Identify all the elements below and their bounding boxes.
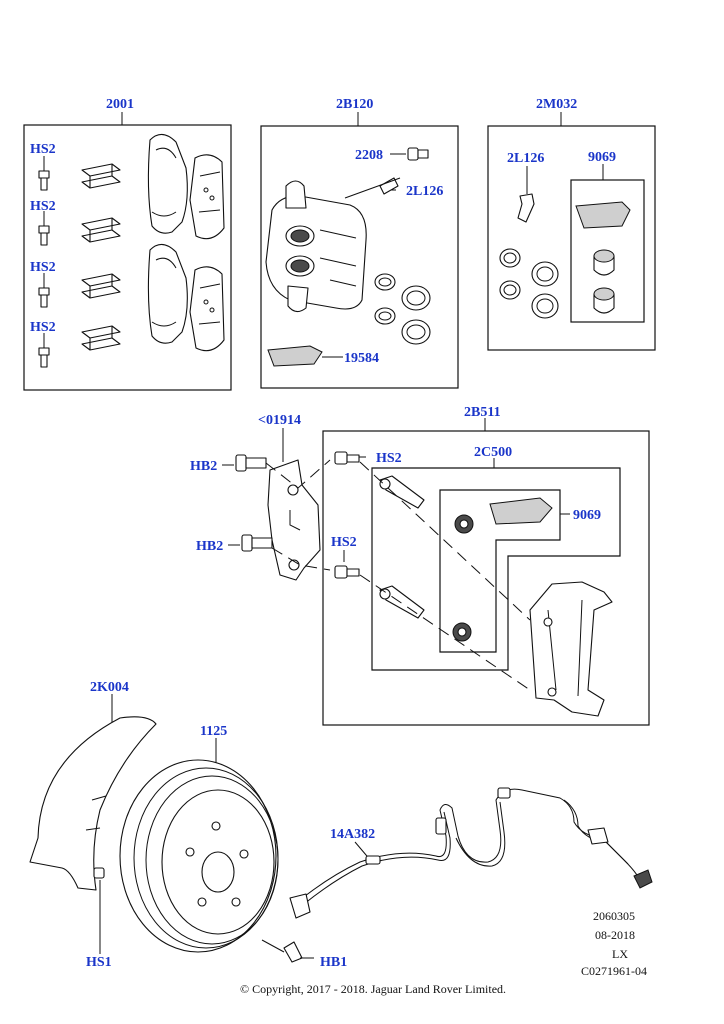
callout-hb2-b: HB2 <box>196 539 223 554</box>
callout-2L126-b: 2L126 <box>507 151 544 166</box>
seal-kit-box <box>487 125 656 351</box>
callout-hs2-b: HS2 <box>30 199 56 214</box>
disc-stud-holes <box>185 821 249 907</box>
piston-seals <box>374 273 431 345</box>
pad-clips <box>81 163 121 351</box>
grease-sachet <box>267 345 323 367</box>
bleed-screw <box>407 147 429 161</box>
pad-kit-box <box>23 124 232 391</box>
callout-hs2-e: HS2 <box>376 451 402 466</box>
callout-hb1: HB1 <box>320 955 347 970</box>
carrier-kit-group <box>322 418 650 726</box>
callout-2M032: 2M032 <box>536 97 577 112</box>
splash-shield <box>29 716 157 891</box>
callout-2K004: 2K004 <box>90 680 129 695</box>
sensor-probe <box>289 893 311 919</box>
guide-pin-boots <box>452 514 474 642</box>
pad-kit-group <box>23 112 232 391</box>
callout-01914: <01914 <box>258 413 301 428</box>
hb2-bolt-lower <box>228 534 273 552</box>
pin-kit-outline <box>371 467 621 671</box>
copyright-notice: © Copyright, 2017 - 2018. Jaguar Land Ro… <box>240 982 506 996</box>
splash-shield-group <box>29 694 157 954</box>
callout-2001: 2001 <box>106 97 134 112</box>
meta-line-3: LX <box>612 947 628 961</box>
grease-sachet-3 <box>489 497 553 525</box>
meta-line-1: 2060305 <box>593 909 635 923</box>
caliper-kit-group <box>260 112 459 389</box>
callout-2C500: 2C500 <box>474 445 512 460</box>
guide-pin-cap <box>379 177 399 195</box>
carrier-bolts <box>334 451 360 579</box>
carrier-kit-box <box>322 430 650 726</box>
callout-hs2-d: HS2 <box>30 320 56 335</box>
callout-9069-b: 9069 <box>573 508 601 523</box>
hs1-screw <box>93 867 105 879</box>
callout-9069-a: 9069 <box>588 150 616 165</box>
callout-19584: 19584 <box>344 351 379 366</box>
disc-hub-bore <box>201 851 235 893</box>
hb1-screw <box>283 941 303 963</box>
meta-line-2: 08-2018 <box>595 928 635 942</box>
seal-kit-rings <box>499 248 559 319</box>
bracket-plate <box>267 459 321 581</box>
callout-14A382: 14A382 <box>330 827 375 842</box>
meta-line-4: C0271961-04 <box>581 964 647 978</box>
boot-kit-outline <box>439 489 561 653</box>
callout-2B120: 2B120 <box>336 97 373 112</box>
callout-hs2-c: HS2 <box>30 260 56 275</box>
callout-hs2-a: HS2 <box>30 142 56 157</box>
caliper-kit-box <box>260 125 459 389</box>
seal-kit-boots <box>593 249 615 314</box>
brake-pads <box>147 133 225 352</box>
pad-bolts <box>38 156 50 368</box>
sensor-connector <box>633 869 653 889</box>
callout-2L126-a: 2L126 <box>406 184 443 199</box>
bracket-plate-group <box>222 428 331 581</box>
brake-disc-group <box>119 738 314 963</box>
wear-sensor-group <box>289 787 653 919</box>
callout-hs2-f: HS2 <box>331 535 357 550</box>
wear-sensor-cable <box>299 788 641 901</box>
guide-pins <box>379 475 425 619</box>
caliper-carrier <box>529 581 613 717</box>
callout-hb2-a: HB2 <box>190 459 217 474</box>
seal-kit-inner-box <box>570 179 645 323</box>
callout-2B511: 2B511 <box>464 405 501 420</box>
callout-1125: 1125 <box>200 724 227 739</box>
seal-kit-pin <box>517 193 535 223</box>
seal-kit-group <box>487 112 656 351</box>
grease-sachet-2 <box>575 201 631 229</box>
callout-hs1: HS1 <box>86 955 112 970</box>
caliper-body <box>265 180 367 313</box>
hb2-bolt-upper <box>222 454 267 472</box>
callout-2208: 2208 <box>355 148 383 163</box>
